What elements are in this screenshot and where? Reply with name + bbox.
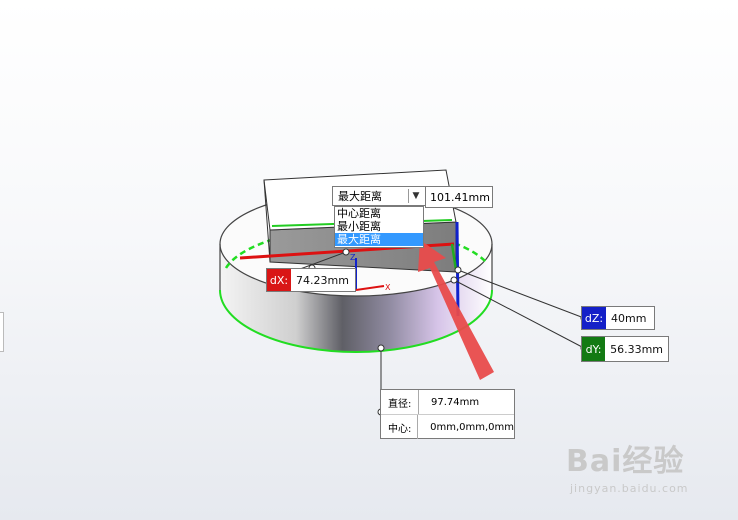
distance-mode-options: 中心距离 最小距离 最大距离 <box>334 206 424 248</box>
option-max-distance[interactable]: 最大距离 <box>335 233 423 246</box>
distance-mode-select[interactable]: 最大距离 ▼ <box>332 186 426 206</box>
pointer-arrow-icon <box>418 240 494 380</box>
dz-value: 40mm <box>611 311 647 325</box>
dy-callout: dY: 56.33mm <box>581 336 669 362</box>
distance-mode-value: 最大距离 <box>338 190 382 203</box>
dx-value: 74.23mm <box>296 273 349 287</box>
center-label: 中心: <box>388 423 412 435</box>
dz-callout: dZ: 40mm <box>581 306 655 330</box>
dy-line <box>450 243 458 271</box>
panel-edge <box>0 312 4 352</box>
circle-info-callout: 直径: 97.74mm 中心: 0mm,0mm,0mm <box>380 389 515 439</box>
baidu-watermark: Bai经验 jingyan.baidu.com <box>566 436 688 495</box>
watermark-brand: Bai经验 <box>566 444 685 479</box>
option-center-distance[interactable]: 中心距离 <box>337 207 381 220</box>
chevron-down-icon[interactable]: ▼ <box>408 189 423 203</box>
radius-value: 97.74mm <box>418 390 479 414</box>
bottom-edge-highlight <box>219 289 493 353</box>
dy-tag: dY: <box>582 337 606 361</box>
triad-x-label: X <box>385 283 391 292</box>
dx-callout: dX: 74.23mm <box>266 268 356 292</box>
dy-value: 56.33mm <box>610 342 663 356</box>
radius-label: 直径: <box>388 398 412 410</box>
center-value: 0mm,0mm,0mm <box>417 415 514 439</box>
watermark-url: jingyan.baidu.com <box>570 482 689 495</box>
dz-tag: dZ: <box>582 307 606 329</box>
dx-tag: dX: <box>267 269 291 291</box>
triad-z-label: Z <box>350 253 356 262</box>
distance-value: 101.41mm <box>425 186 493 208</box>
option-min-distance[interactable]: 最小距离 <box>337 220 381 233</box>
